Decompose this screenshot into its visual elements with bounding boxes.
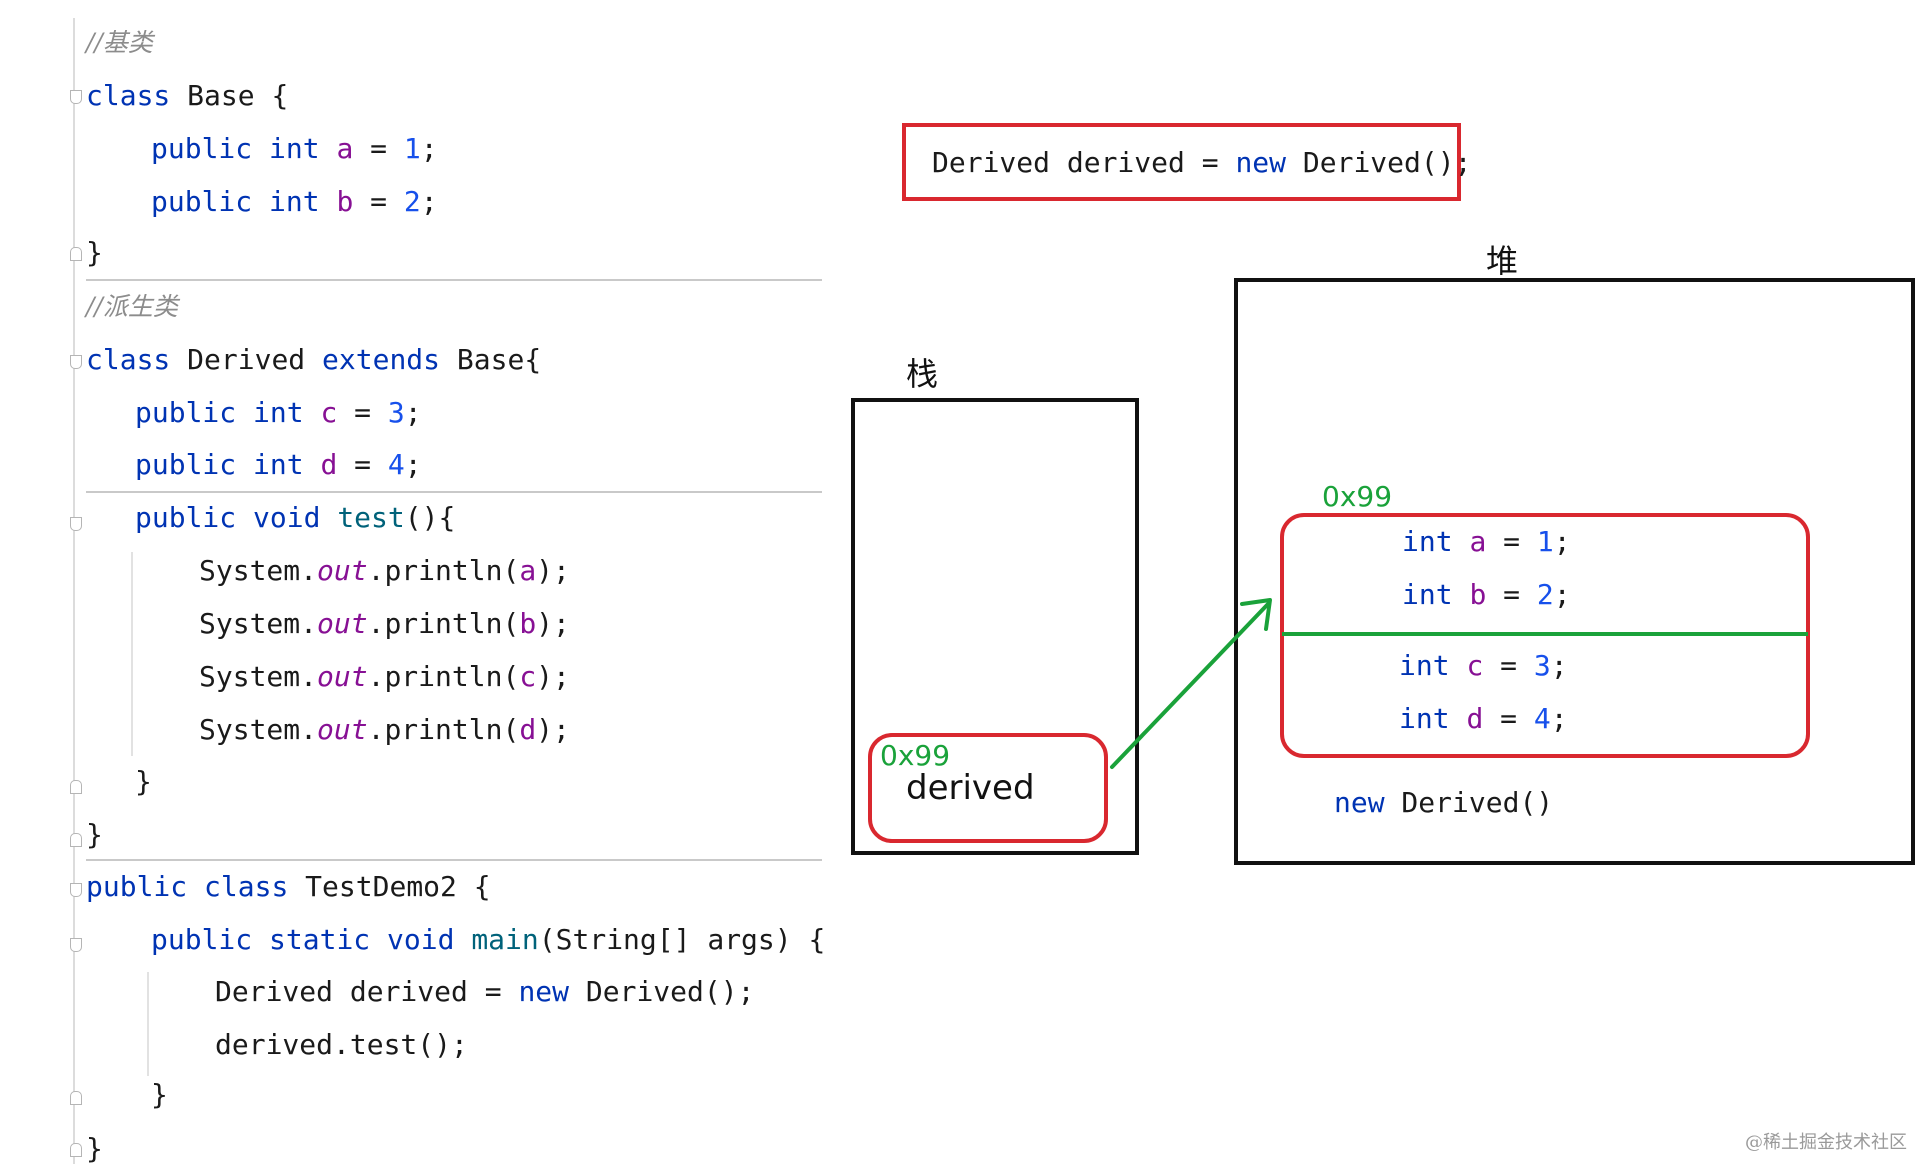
method-separator (86, 491, 822, 493)
println-line: System.out.println(b); (199, 607, 570, 640)
base-derived-divider (1282, 632, 1808, 636)
class-test-close: } (86, 1132, 103, 1165)
println-line: System.out.println(a); (199, 554, 570, 587)
main-method-close: } (151, 1078, 168, 1111)
watermark: @稀土掘金技术社区 (1745, 1132, 1907, 1153)
main-call-test-line: derived.test(); (215, 1028, 468, 1061)
class-base-declaration: class Base { (86, 79, 289, 112)
fold-marker[interactable] (70, 517, 82, 531)
heap-field-a: int a = 1; (1402, 525, 1571, 558)
heap-field-d: int d = 4; (1399, 702, 1568, 735)
derived-field-d: public int d = 4; (135, 448, 422, 481)
method-separator (86, 859, 822, 861)
stack-ref-name: derived (906, 768, 1035, 808)
class-derived-declaration: class Derived extends Base{ (86, 343, 542, 376)
class-derived-close: } (86, 818, 103, 851)
test-method-declaration: public void test(){ (135, 501, 456, 534)
main-method-declaration: public static void main(String[] args) { (151, 923, 826, 956)
fold-marker[interactable] (70, 90, 82, 104)
class-base-close: } (86, 236, 103, 269)
class-test-declaration: public class TestDemo2 { (86, 870, 491, 903)
heap-object-address: 0x99 (1322, 480, 1393, 513)
heap-field-c: int c = 3; (1399, 649, 1568, 682)
statement-text: Derived derived = new Derived(); (932, 146, 1472, 179)
heap-object-caption: new Derived() (1334, 786, 1554, 819)
fold-marker[interactable] (70, 780, 82, 794)
fold-marker[interactable] (70, 1091, 82, 1105)
stack-label: 栈 (906, 355, 939, 393)
code-editor: //基类 class Base { public int a = 1; publ… (0, 0, 830, 1165)
derived-field-c: public int c = 3; (135, 396, 422, 429)
stack-reference-slot (868, 733, 1108, 843)
indent-guide (147, 972, 149, 1076)
fold-marker[interactable] (70, 833, 82, 847)
println-line: System.out.println(c); (199, 660, 570, 693)
fold-marker[interactable] (70, 938, 82, 952)
main-new-derived-line: Derived derived = new Derived(); (215, 975, 755, 1008)
heap-field-b: int b = 2; (1402, 578, 1571, 611)
indent-guide (131, 552, 133, 756)
fold-marker[interactable] (70, 1143, 82, 1157)
method-separator (86, 279, 822, 281)
stack-frame (851, 398, 1139, 855)
fold-marker[interactable] (70, 247, 82, 261)
base-field-a: public int a = 1; (151, 132, 438, 165)
heap-label: 堆 (1486, 242, 1519, 280)
test-method-close: } (135, 765, 152, 798)
comment-derived: //派生类 (86, 292, 178, 321)
fold-marker[interactable] (70, 355, 82, 369)
fold-marker[interactable] (70, 883, 82, 897)
println-line: System.out.println(d); (199, 713, 570, 746)
stack-ref-address: 0x99 (880, 739, 951, 772)
heap-area (1234, 278, 1915, 865)
statement-box (902, 123, 1461, 201)
base-field-b: public int b = 2; (151, 185, 438, 218)
comment-base: //基类 (86, 28, 153, 57)
editor-gutter (73, 18, 75, 1164)
